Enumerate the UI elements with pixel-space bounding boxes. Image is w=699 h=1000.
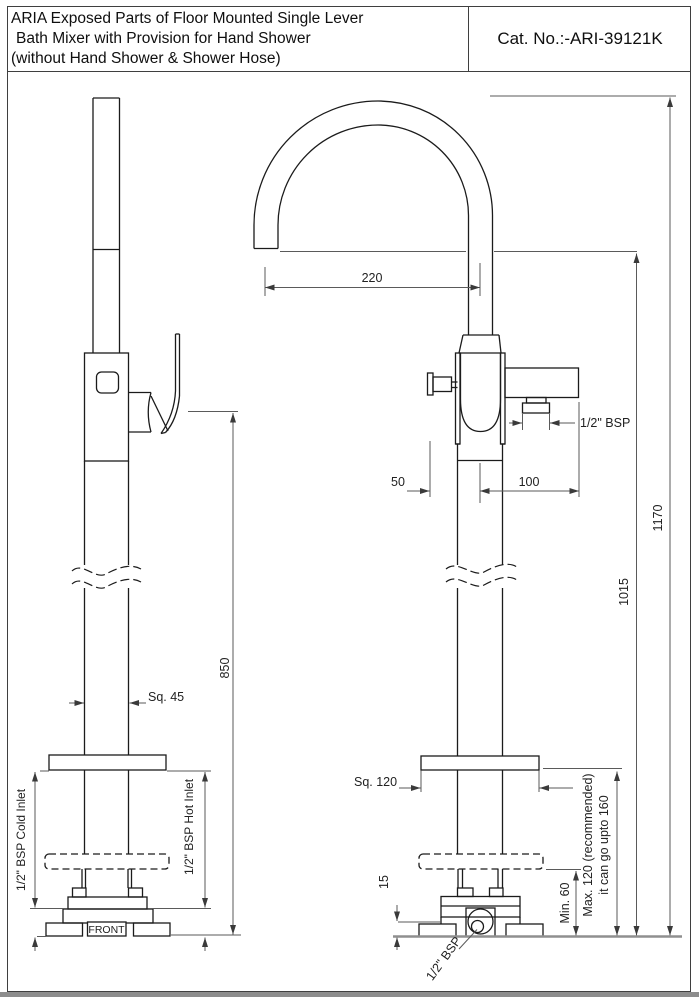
sheet-border xyxy=(7,6,691,992)
gooseneck-spout xyxy=(253,100,494,335)
spout-reach-label: 220 xyxy=(362,271,383,285)
title-line-3: (without Hand Shower & Shower Hose) xyxy=(11,50,281,67)
right-view-dimensions: 220 1015 1170 1/2" BSP 50 100 xyxy=(264,95,682,983)
flange-plate xyxy=(420,755,540,771)
break-line xyxy=(71,578,142,589)
inlet-port xyxy=(467,908,494,935)
spout-block xyxy=(504,367,580,399)
offset-100-label: 100 xyxy=(519,475,540,489)
front-label: FRONT xyxy=(88,924,125,936)
base-assembly: FRONT xyxy=(45,869,171,937)
sq45-label: Sq. 45 xyxy=(148,690,184,704)
mixer-body xyxy=(83,352,130,462)
drawing-title: ARIA Exposed Parts of Floor Mounted Sing… xyxy=(7,6,468,71)
total-height-label: 1170 xyxy=(651,505,665,532)
concealed-plate xyxy=(44,853,170,870)
sq120-label: Sq. 120 xyxy=(354,775,397,789)
min-height-label: Min. 60 xyxy=(558,882,572,923)
title-line-2: Bath Mixer with Provision for Hand Showe… xyxy=(16,30,311,47)
left-view-mixer: FRONT xyxy=(44,97,181,937)
max-height-label-2: it can go upto 160 xyxy=(597,795,611,894)
cold-inlet-label: 1/2" BSP Cold Inlet xyxy=(14,788,28,891)
front-label-box xyxy=(86,921,127,937)
flange-plate xyxy=(48,754,167,771)
title-block: ARIA Exposed Parts of Floor Mounted Sing… xyxy=(7,6,691,72)
sheet-bottom-border xyxy=(0,992,699,997)
plate-height-label: 15 xyxy=(377,875,391,889)
height-850-label: 850 xyxy=(218,658,232,679)
body-detail xyxy=(95,371,120,394)
concealed-plate xyxy=(418,853,544,870)
inlet-port-inner xyxy=(470,919,485,934)
left-view-dimensions: Sq. 45 850 1/2" BSP Cold Inlet 1/2" BSP … xyxy=(14,411,241,951)
title-line-1: ARIA Exposed Parts of Floor Mounted Sing… xyxy=(11,10,364,27)
max-height-label-1: Max. 120 (recommended) xyxy=(581,773,595,916)
outlet-fitting xyxy=(521,402,551,414)
inlet-bsp-label: 1/2" BSP xyxy=(423,934,464,983)
break-line xyxy=(445,563,518,574)
lever-handle xyxy=(128,333,181,435)
break-line xyxy=(71,565,142,576)
mixer-body-front xyxy=(459,353,502,433)
hot-inlet-label: 1/2" BSP Hot Inlet xyxy=(182,778,196,875)
catalog-number: Cat. No.:-ARI-39121K xyxy=(468,6,691,71)
diverter-knob xyxy=(426,372,458,396)
break-line xyxy=(445,576,518,587)
base-assembly xyxy=(418,869,544,938)
right-view-mixer xyxy=(253,100,580,938)
spout-height-label: 1015 xyxy=(617,578,631,606)
offset-50-label: 50 xyxy=(391,475,405,489)
outlet-bsp-label: 1/2" BSP xyxy=(580,416,630,430)
